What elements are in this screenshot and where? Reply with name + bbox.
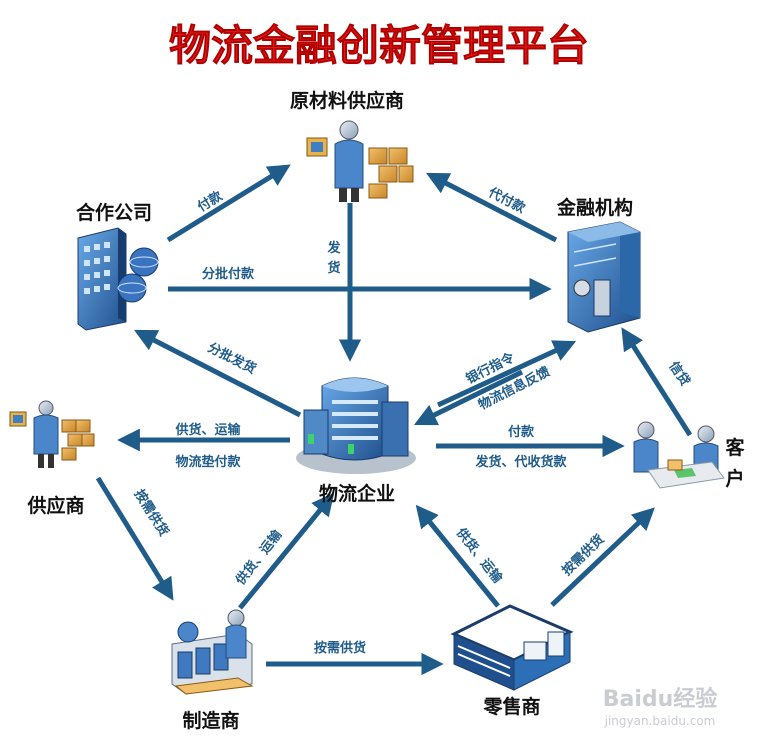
watermark-url: jingyan.baidu.com: [604, 714, 716, 728]
edge-label-credit: 信贷: [665, 359, 693, 390]
arrow-finance-to-logistics: [413, 369, 524, 426]
arrow-retailer-to-customer: [550, 507, 655, 607]
edge-label-supply-transport: 供货、运输: [174, 422, 241, 438]
retailer-shop-icon: [450, 604, 574, 691]
partner-building-icon: [77, 227, 159, 331]
arrow-logistics-to-partner: [133, 329, 302, 418]
arrow-supplier-to-manufacturer: [95, 476, 174, 601]
arrow-retailer-to-logistics: [415, 504, 500, 608]
edge-label-supply-transport-3: 供货、运输: [452, 524, 506, 587]
edge-label-ship-collect: 发货、代收货款: [474, 454, 567, 470]
page-title: 物流金融创新管理平台: [169, 21, 589, 70]
finance-bank-icon: [567, 221, 641, 333]
customer-label-2: 户: [725, 467, 744, 490]
edge-label-on-demand-1: 按需供货: [131, 487, 172, 540]
customer-icon: [633, 421, 725, 489]
edge-label-batch-pay: 分批付款: [202, 266, 255, 282]
customer-label-1: 客: [725, 436, 745, 459]
edge-label-supply-transport-2: 供货、运输: [232, 526, 286, 589]
arrow-finance-to-raw: [426, 172, 558, 243]
finance-label: 金融机构: [556, 196, 633, 219]
raw-supplier-label: 原材料供应商: [290, 89, 404, 112]
arrow-manufacturer-to-logistics: [238, 492, 335, 610]
arrow-logistics-to-finance: [436, 340, 577, 408]
supplier-icon: [9, 400, 95, 468]
retailer-label: 零售商: [482, 695, 540, 718]
edge-label-on-demand-3: 按需供货: [314, 640, 366, 656]
edge-label-ship-2: 货: [327, 260, 340, 276]
logistics-label: 物流企业: [319, 482, 395, 505]
watermark-brand: Baidu经验: [603, 686, 718, 712]
manufacturer-icon: [171, 609, 254, 695]
edge-label-on-demand-2: 按需供货: [559, 531, 608, 579]
edge-label-ship-1: 发: [326, 240, 341, 256]
edge-label-pay: 付款: [195, 188, 226, 216]
manufacturer-label: 制造商: [182, 709, 239, 732]
arrow-customer-to-finance: [621, 327, 693, 437]
raw-supplier-icon: [306, 120, 414, 202]
logistics-building-icon: [296, 377, 416, 474]
edge-label-advance-pay: 物流垫付款: [175, 454, 241, 470]
supplier-label: 供应商: [26, 494, 84, 517]
edge-label-pay-customer: 付款: [508, 424, 535, 440]
partner-label: 合作公司: [76, 201, 152, 224]
arrow-partner-to-raw: [166, 164, 291, 243]
